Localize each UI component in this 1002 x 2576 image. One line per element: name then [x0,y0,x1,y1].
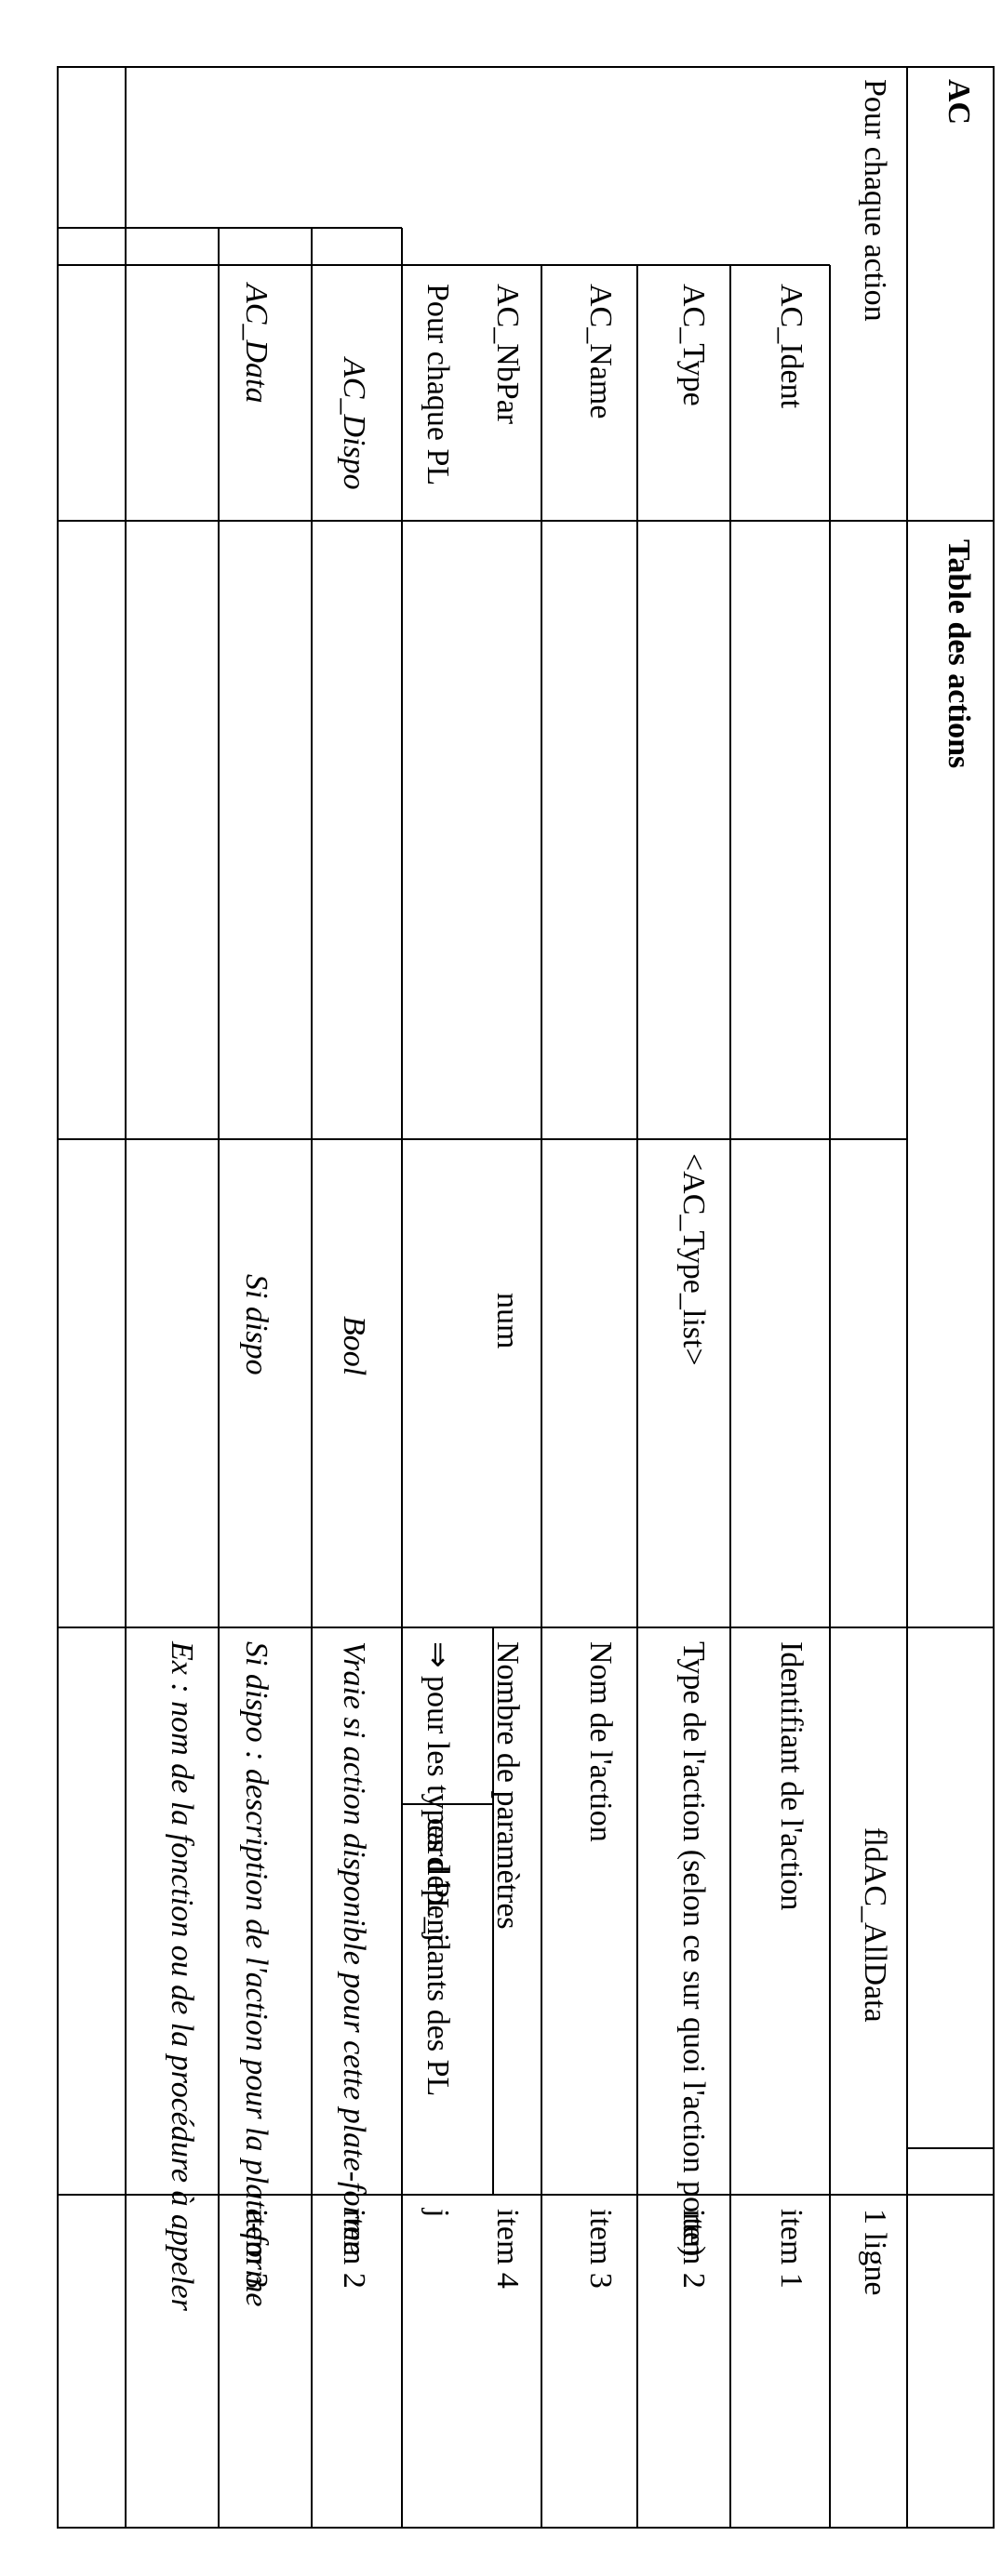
field-ac-dispo: AC_Dispo [335,358,372,490]
card-pl-j: card PL_j [419,1818,456,1942]
example-note: Ex : nom de la fonction ou de la procédu… [163,1641,200,2311]
table-title: Table des actions [940,539,977,768]
item-ac-nbpar: item 4 [488,2209,526,2289]
field-ac-type: AC_Type [675,284,712,406]
row-count: 1 ligne [856,2209,893,2295]
desc-ac-type: Type de l'action (selon ce sur quoi l'ac… [675,1641,712,2256]
field-ac-nbpar: AC_NbPar [488,284,526,424]
table-code: AC [940,79,977,125]
field-ac-name: AC_Name [581,284,619,418]
desc-ac-data: Si dispo : description de l'action pour … [237,1641,274,2307]
type-ac-data: Si dispo [237,1274,274,1375]
item-ac-data: item 3 [237,2209,274,2289]
row-loop-pl: Pour chaque PL [419,284,456,485]
desc-ac-name: Nom de l'action [581,1641,619,1842]
desc-ac-nbpar: Nombre de paramètres [488,1641,526,1930]
loop-index: j [419,2209,456,2217]
desc-ac-dispo: Vraie si action disponible pour cette pl… [335,1641,372,2255]
item-ac-ident: item 1 [772,2209,809,2289]
type-ac-type: <AC_Type_list> [675,1153,712,1366]
field-all-data: fldAC_AllData [856,1827,893,2023]
type-ac-nbpar: num [488,1293,526,1348]
field-ac-ident: AC_Ident [772,284,809,408]
desc-ac-ident: Identifiant de l'action [772,1641,809,1910]
item-ac-type: item 2 [675,2209,712,2289]
row-loop-action: Pour chaque action [856,79,893,322]
item-ac-name: item 3 [581,2209,619,2289]
item-ac-dispo: item 2 [335,2209,372,2289]
actions-table: AC Table des actions Pour chaque action … [56,65,995,2530]
type-ac-dispo: Bool [335,1316,372,1375]
field-ac-data: AC_Data [237,284,274,403]
